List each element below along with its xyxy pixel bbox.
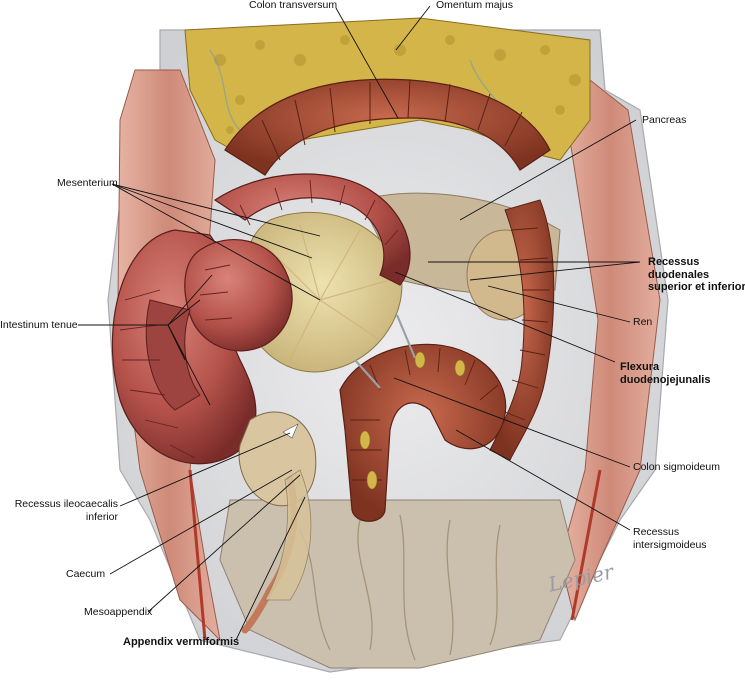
label-omentum-majus: Omentum majus [436,0,514,11]
mesoappendix [264,469,312,601]
intestinum-tenue [111,173,411,465]
probe-1 [395,314,417,359]
label-colon-sigmoideum: Colon sigmoideum [633,461,720,473]
leader-lines [78,5,641,641]
label-flexura-line1: Flexura [620,361,660,373]
label-recessus-duodenales-line3: superior et inferior [648,281,745,293]
colon-sigmoideum [339,343,507,522]
label-recessus-ileocaecalis-line2: inferior [85,510,118,523]
label-recessus-ileocaecalis-line1: Recessus ileocaecalis [14,498,118,510]
colon-transversum [224,78,551,176]
label-recessus-duodenales-line2: duodenales [648,268,710,281]
label-pancreas: Pancreas [642,114,687,126]
label-mesenterium: Mesenterium [57,177,118,189]
label-recessus-ileocaecalis: Recessus ileocaecalis inferior [0,498,118,523]
label-colon-transversum: Colon transversum [249,0,338,11]
label-caecum: Caecum [66,568,106,580]
label-recessus-intersig-line2: intersigmoideus [633,538,707,551]
label-flexura-line2: duodenojejunalis [620,373,711,386]
label-intestinum-tenue: Intestinum tenue [0,319,78,331]
label-mesoappendix: Mesoappendix [84,606,153,618]
label-recessus-duodenales-line1: Recessus [648,256,700,268]
label-flexura-duodenojejunalis: Flexura duodenojejunalis [620,361,710,386]
label-recessus-intersig-line1: Recessus [633,526,680,538]
label-ren: Ren [633,316,653,328]
probe-2 [354,359,381,389]
label-recessus-duodenales: Recessus duodenales superior et inferior [648,256,745,294]
label-recessus-intersigmoideus: Recessus intersigmoideus [633,526,707,551]
label-appendix-vermiformis: Appendix vermiformis [123,636,240,648]
right-muscle-flap [559,79,661,622]
